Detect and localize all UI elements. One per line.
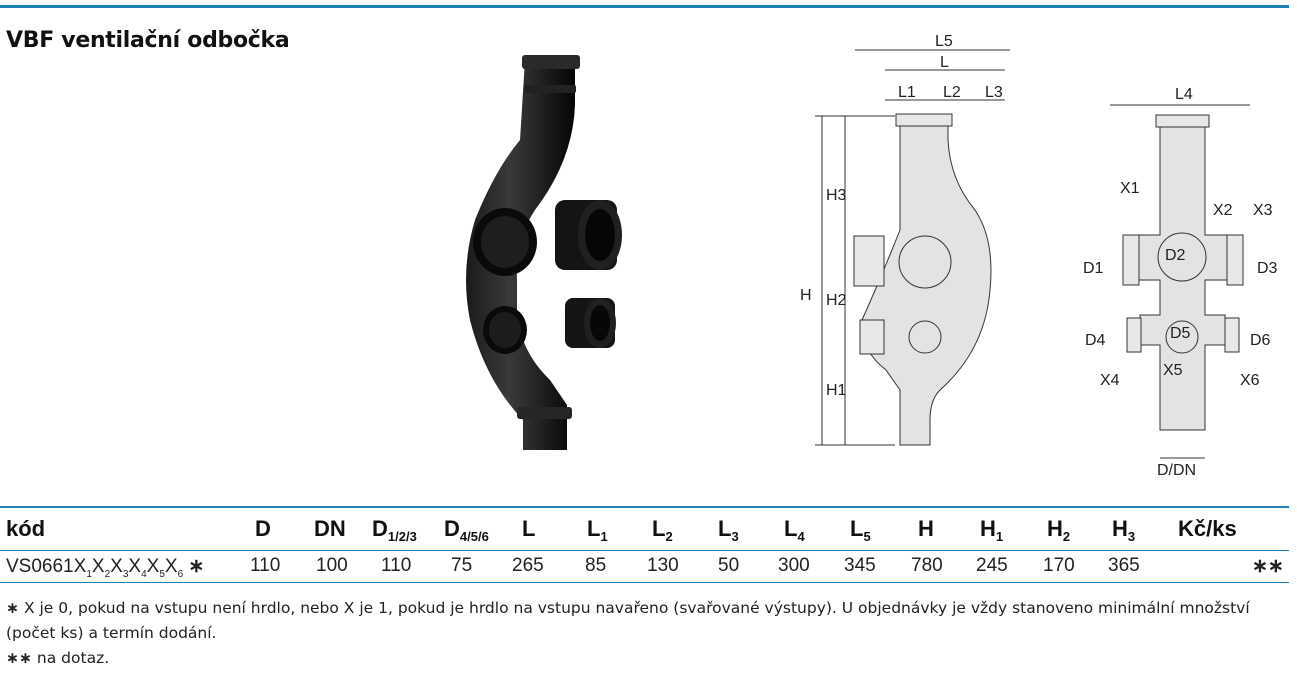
col-l1: L1 [587,516,608,544]
table-row: VS0661X1X2X3X4X5X6 ∗ 110 100 110 75 265 … [0,555,1297,581]
cell-l2: 130 [647,555,679,576]
label-x5: X5 [1163,362,1183,379]
label-l1: L1 [898,84,916,101]
label-d1: D1 [1083,260,1104,277]
cell-dn: 100 [316,555,348,576]
label-l3: L3 [985,84,1003,101]
label-d2: D2 [1165,247,1186,264]
cell-code: VS0661X1X2X3X4X5X6 ∗ [6,556,205,580]
label-x2: X2 [1213,202,1233,219]
label-d4: D4 [1085,332,1106,349]
label-x4: X4 [1100,372,1120,389]
cell-d456: 75 [451,555,473,576]
label-h2: H2 [826,292,847,309]
table-top-rule [0,506,1289,508]
label-d5: D5 [1170,325,1191,342]
cell-h3: 365 [1108,555,1140,576]
col-price: Kč/ks [1178,516,1237,541]
cell-h2: 170 [1043,555,1075,576]
col-l4: L4 [784,516,805,544]
col-h: H [918,516,934,541]
cell-l5: 345 [844,555,876,576]
top-rule [0,5,1289,8]
cell-l1: 85 [585,555,607,576]
label-x3: X3 [1253,202,1273,219]
cell-h: 780 [911,555,943,576]
cell-d123: 110 [381,555,412,576]
table-header-rule [0,550,1289,551]
cell-l: 265 [512,555,544,576]
side-dimension-drawing: L5 L L1 L2 L3 H H3 H2 H1 [800,33,1010,446]
footnote-2: ∗∗ na dotaz. [6,649,110,667]
cell-h1: 245 [976,555,1008,576]
label-h: H [800,287,812,304]
label-d3: D3 [1257,260,1278,277]
col-d: D [255,516,271,541]
cell-price: ∗∗ [1252,556,1284,577]
col-l: L [522,516,536,541]
label-x1: X1 [1120,180,1140,197]
col-l5: L5 [850,516,871,544]
table-bottom-rule [0,582,1289,583]
col-kod: kód [6,516,46,541]
label-ddn: D/DN [1157,462,1196,475]
cell-d: 110 [250,555,281,576]
col-dn: DN [314,516,346,541]
col-l3: L3 [718,516,739,544]
col-d123: D1/2/3 [372,516,417,544]
label-l4: L4 [1175,86,1193,103]
label-h3: H3 [826,187,847,204]
col-l2: L2 [652,516,673,544]
table-header: kód D DN D1/2/3 D4/5/6 L L1 L2 L3 L4 L5 … [0,516,1297,546]
cell-l4: 300 [778,555,810,576]
label-h1: H1 [826,382,847,399]
page-title: VBF ventilační odbočka [6,28,290,53]
label-x6: X6 [1240,372,1260,389]
cell-l3: 50 [718,555,740,576]
label-l: L [940,54,949,71]
label-d6: D6 [1250,332,1271,349]
footnotes: ∗ X je 0, pokud na vstupu není hrdlo, ne… [6,596,1286,671]
footnote-1: ∗ X je 0, pokud na vstupu není hrdlo, ne… [6,599,1250,642]
col-h2: H2 [1047,516,1071,544]
product-photo [466,55,622,450]
col-d456: D4/5/6 [444,516,489,544]
label-l5: L5 [935,33,953,50]
col-h3: H3 [1112,516,1136,544]
col-h1: H1 [980,516,1004,544]
label-l2: L2 [943,84,961,101]
front-dimension-drawing: L4 X1 X2 X3 D1 D2 D3 D4 D5 D6 X4 X5 X6 D… [1083,86,1278,475]
